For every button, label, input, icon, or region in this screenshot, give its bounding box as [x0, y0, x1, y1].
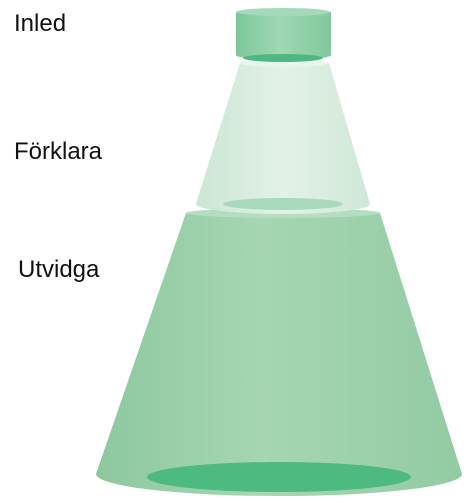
tier-forklara-side: [196, 63, 370, 214]
tier-forklara-base: [223, 198, 343, 210]
tier-utvidga: [96, 208, 462, 496]
tier-label-inled: Inled: [14, 10, 67, 37]
tier-inled: [236, 8, 331, 62]
tier-utvidga-side: [96, 213, 462, 496]
tier-inled-base: [243, 54, 323, 62]
tier-utvidga-base: [147, 462, 411, 492]
tier-inled-cap: [236, 8, 330, 16]
tier-label-utvidga: Utvidga: [18, 256, 100, 283]
tier-label-forklara: Förklara: [14, 138, 103, 165]
tier-forklara: [196, 59, 370, 214]
tier-inled-side: [236, 12, 331, 61]
